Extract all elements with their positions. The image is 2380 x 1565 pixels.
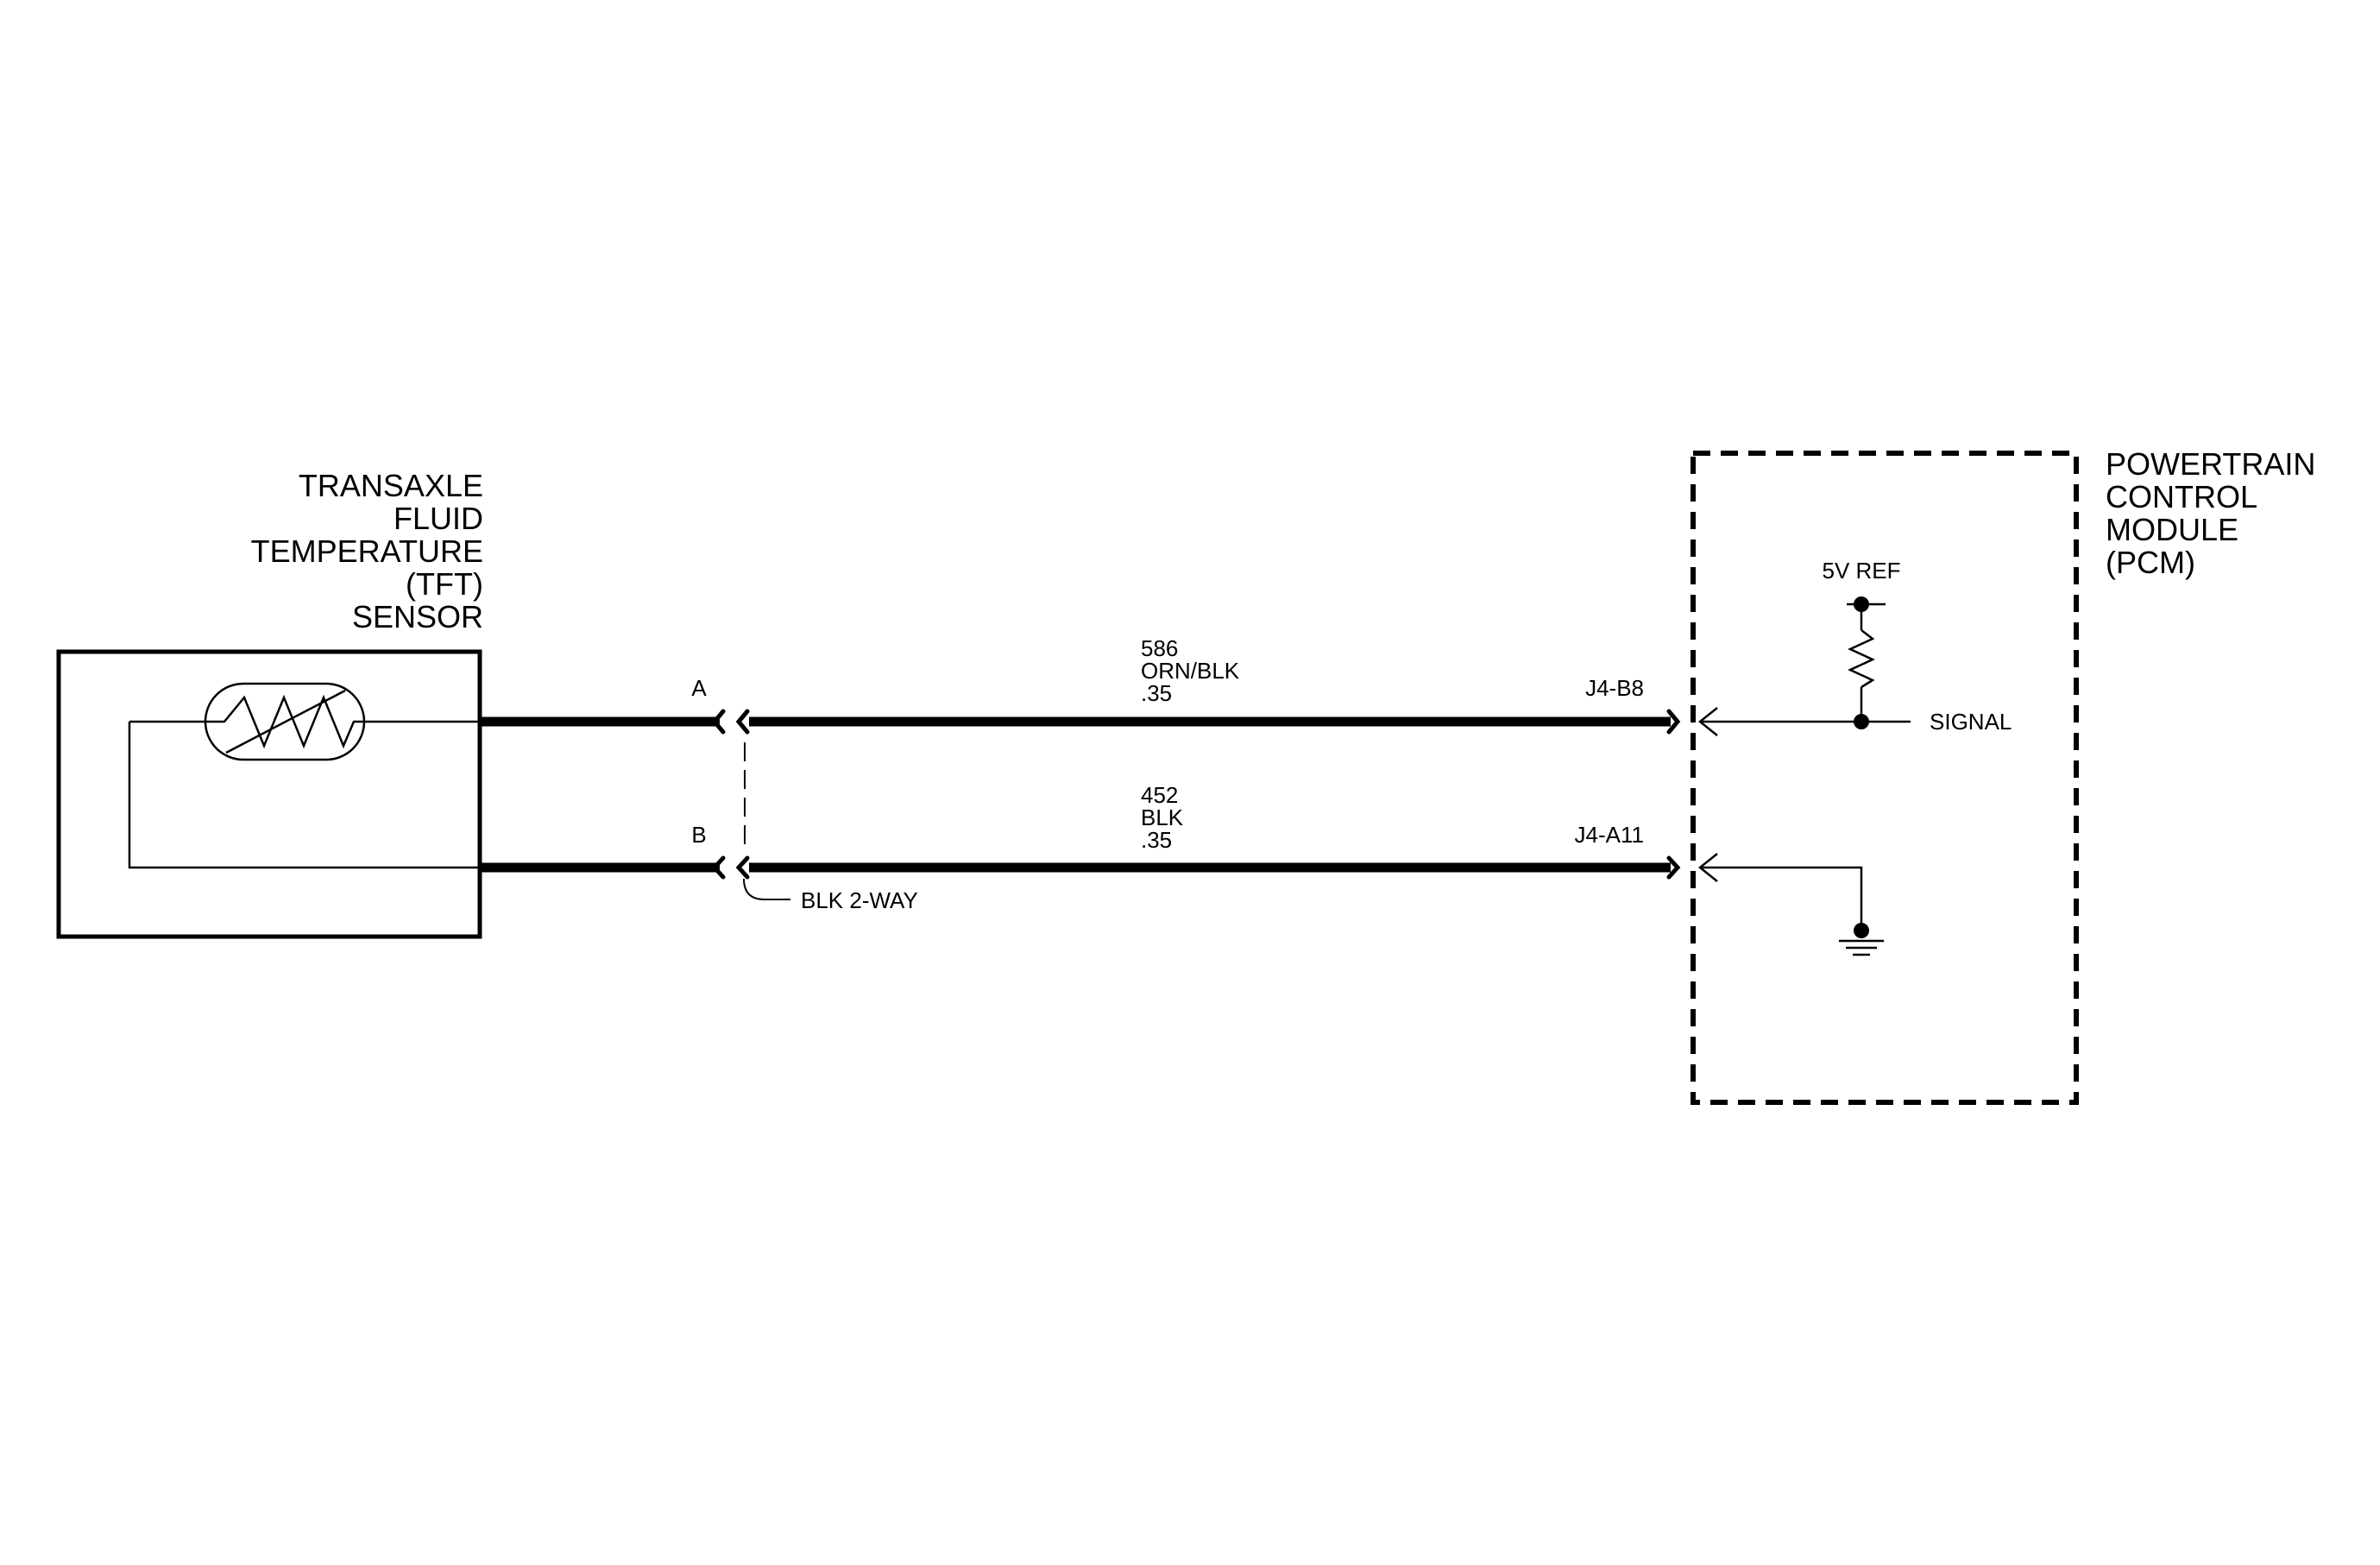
pcm-title-line-4: (PCM) — [2106, 545, 2195, 580]
ref-node — [1854, 596, 1869, 612]
pcm-box — [1691, 451, 2079, 1105]
connector-label: BLK 2-WAY — [801, 887, 918, 913]
connector-leader — [743, 878, 790, 900]
pcm-title: POWERTRAIN CONTROL MODULE (PCM) — [2106, 446, 2315, 580]
ref-label: 5V REF — [1822, 558, 1900, 584]
pcm-title-line-3: MODULE — [2106, 512, 2238, 547]
tft-sensor-box — [56, 649, 482, 939]
tft-sensor-title: TRANSAXLE FLUID TEMPERATURE (TFT) SENSOR — [251, 468, 483, 634]
circuit-586-label: 586 ORN/BLK .35 — [1141, 635, 1240, 706]
ground-icon — [1839, 939, 1884, 956]
pcm-ground-circuit — [1697, 853, 1863, 931]
sensor-internal-loop — [128, 722, 480, 869]
sensor-title-line-5: SENSOR — [352, 599, 483, 634]
sensor-title-line-1: TRANSAXLE — [299, 468, 483, 503]
pcm-connector-symbols — [1666, 709, 1681, 880]
connector-symbols — [711, 709, 750, 880]
terminal-j4-b8: J4-B8 — [1585, 675, 1644, 701]
pcm-title-line-1: POWERTRAIN — [2106, 446, 2315, 482]
connector-pin-a: A — [691, 675, 707, 701]
terminal-j4-a11: J4-A11 — [1575, 822, 1644, 848]
thermistor-icon — [129, 682, 480, 761]
signal-node — [1854, 714, 1869, 729]
circuit-586-gauge: .35 — [1141, 680, 1172, 706]
sensor-title-line-3: TEMPERATURE — [251, 533, 483, 569]
signal-label: SIGNAL — [1930, 709, 2012, 735]
circuit-452-number: 452 — [1141, 782, 1178, 808]
circuit-452-label: 452 BLK .35 — [1141, 782, 1184, 853]
connector-pin-b: B — [691, 822, 706, 848]
circuit-452-gauge: .35 — [1141, 827, 1172, 853]
ground-node — [1854, 923, 1869, 938]
pcm-signal-circuit — [1697, 603, 1911, 736]
pcm-title-line-2: CONTROL — [2106, 479, 2257, 514]
circuit-452-color: BLK — [1141, 805, 1184, 830]
circuit-586-color: ORN/BLK — [1141, 658, 1240, 684]
circuit-586-number: 586 — [1141, 635, 1178, 661]
sensor-title-line-2: FLUID — [394, 501, 483, 536]
sensor-title-line-4: (TFT) — [406, 566, 483, 602]
